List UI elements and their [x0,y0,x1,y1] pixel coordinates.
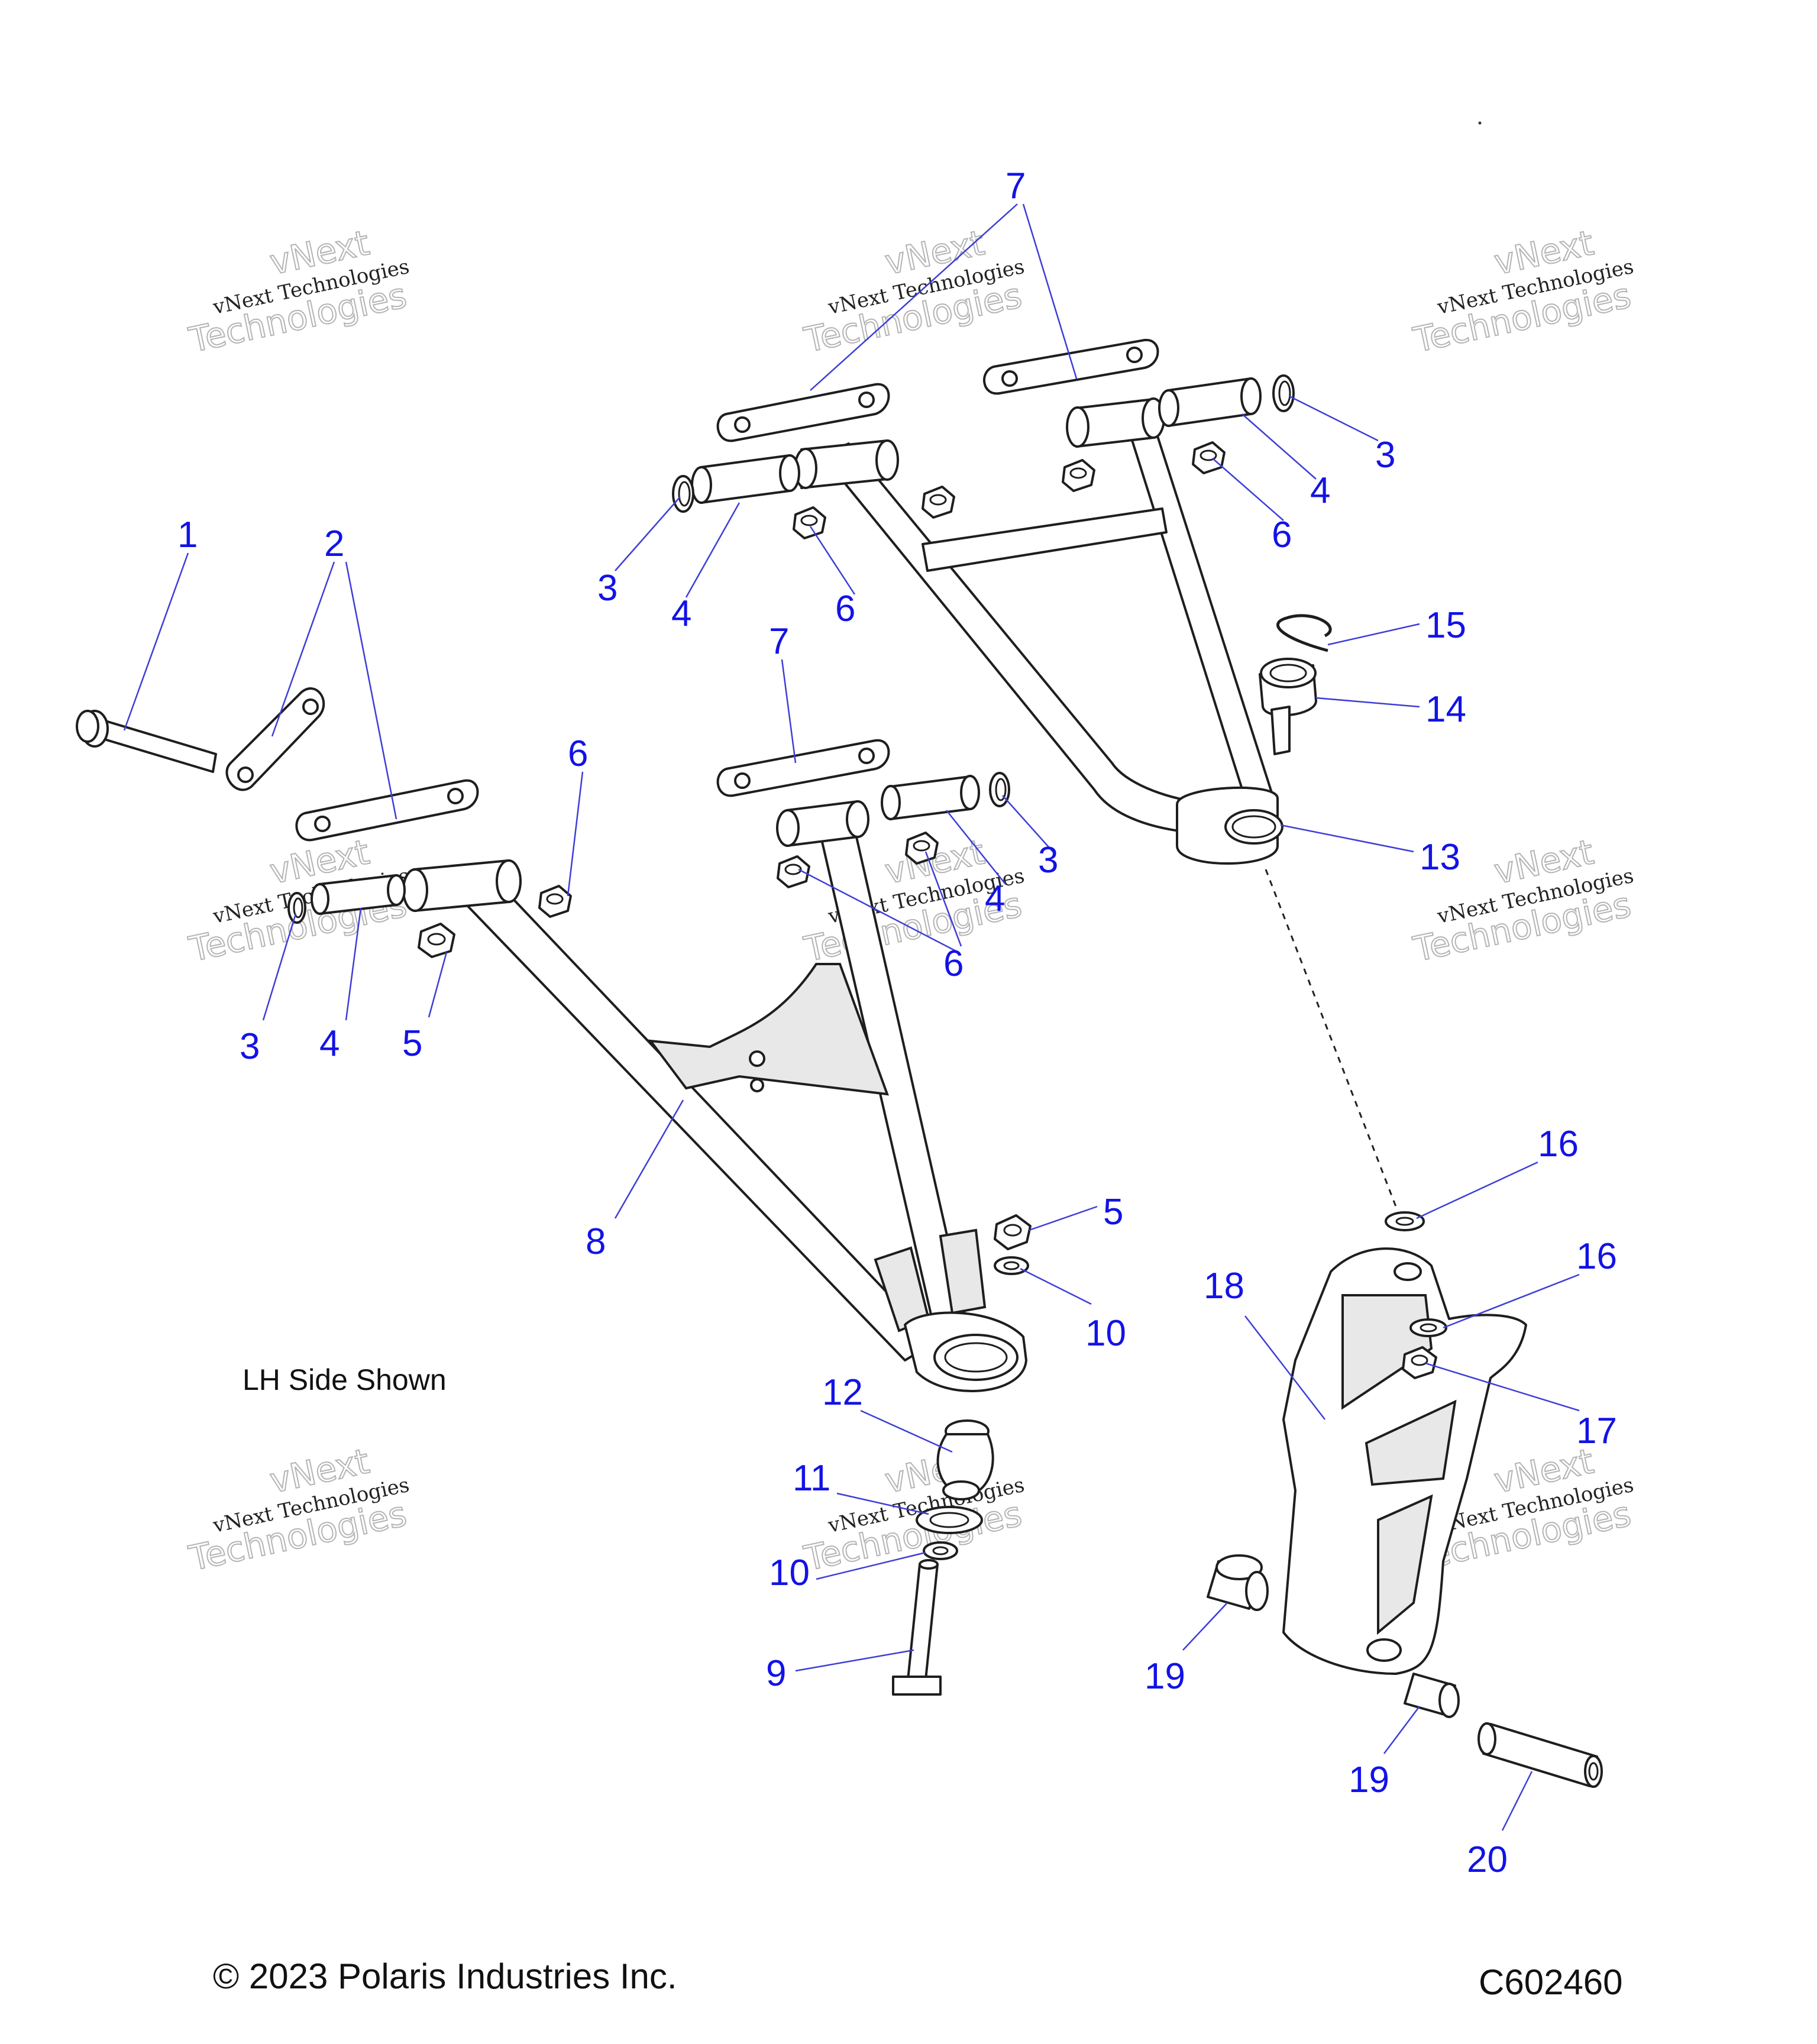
washer-10-lower [923,1541,958,1560]
bushing-upper-right [1158,377,1262,427]
callout-18: 18 [1204,1266,1244,1306]
callout-6: 6 [943,943,964,984]
callout-4: 4 [1310,470,1330,511]
watermark-bottom-center: vNext vNext Technologies Technologies [800,1440,1027,1579]
callout-11: 11 [793,1458,830,1499]
callout-17: 17 [1576,1411,1617,1451]
washer-3-lower-left [287,892,306,924]
watermark-top-right: vNext vNext Technologies Technologies [1409,222,1636,361]
callout-5: 5 [1103,1192,1123,1233]
washer-16-inner [1409,1318,1447,1337]
callout-7: 7 [1006,166,1026,206]
washer-3-upper-right [1272,374,1295,412]
watermark-bottom-left: vNext vNext Technologies Technologies [185,1440,412,1579]
callout-2: 2 [324,523,344,564]
copyright-text: © 2023 Polaris Industries Inc. [213,1956,677,1996]
callout-20: 20 [1467,1839,1508,1880]
callout-3: 3 [597,568,617,609]
callout-16: 16 [1538,1124,1579,1165]
nut-6-g [538,885,572,918]
link-plate-lower [716,739,890,797]
nut-5-b [994,1214,1032,1250]
bushing-19-left [1207,1554,1269,1611]
nut-6-e [777,855,810,888]
watermark-top-center: vNext vNext Technologies Technologies [800,222,1027,361]
retaining-clip [916,1506,983,1534]
callout-6: 6 [568,733,588,774]
upper-a-arm [794,397,1283,865]
link-plate-left-short [225,687,325,791]
bushing-19-right [1404,1673,1460,1718]
bushing-lower-right [881,775,980,820]
pin-20 [1477,1722,1603,1788]
link-plate-upper-left [716,383,890,442]
callout-3: 3 [1038,840,1058,881]
lower-a-arm [402,800,1027,1392]
washer-3-lower-right [989,772,1010,807]
callout-10: 10 [1085,1313,1126,1354]
nut-6-c [1062,459,1095,492]
stray-dot [1478,121,1482,125]
nut-5-a [418,923,455,958]
callout-1: 1 [177,515,198,555]
washer-10-upper [994,1256,1029,1275]
callout-13: 13 [1420,837,1460,878]
callout-12: 12 [822,1372,863,1413]
nut-17 [1402,1346,1437,1379]
leader-lines [123,203,1580,1831]
callout-8: 8 [586,1221,606,1262]
callout-4: 4 [985,878,1005,919]
diagram-id: C602460 [1479,1962,1623,2002]
callout-19: 19 [1349,1760,1389,1800]
watermark-top-left: vNext vNext Technologies Technologies [185,222,412,361]
ball-joint [936,1419,994,1500]
upper-ball-joint [1259,658,1317,755]
bushing-lower-left [311,874,406,915]
spindle-axis-line [1265,869,1397,1207]
nut-6-f [905,832,939,865]
callout-3: 3 [240,1026,260,1067]
link-plate-upper-right [983,338,1159,395]
nut-6-d [1192,441,1226,474]
callout-6: 6 [1272,515,1292,555]
washer-3-upper-left [672,475,694,513]
callout-16: 16 [1576,1236,1617,1277]
callout-10: 10 [769,1553,810,1593]
nut-6-b [922,486,955,519]
callout-6: 6 [835,588,855,629]
spindle-knuckle [1282,1247,1527,1675]
nut-6-a [793,506,826,539]
callout-4: 4 [671,593,691,634]
callout-19: 19 [1144,1656,1185,1697]
ball-joint-bolt [892,1559,942,1696]
link-plate-left-long [295,779,479,842]
callout-15: 15 [1425,605,1466,646]
callout-7: 7 [769,621,789,662]
callout-3: 3 [1375,435,1395,476]
callout-14: 14 [1425,689,1466,730]
bushing-upper-left [691,454,800,504]
callout-9: 9 [766,1653,786,1694]
callout-4: 4 [319,1023,340,1064]
side-caption: LH Side Shown [243,1363,447,1396]
callout-5: 5 [402,1023,422,1064]
washer-16-top [1385,1211,1425,1231]
snap-ring [1276,614,1332,652]
pivot-bolt [76,710,217,773]
callout-numbers: 1 2 3 4 6 7 3 4 6 15 14 13 7 6 3 4 6 3 4… [177,166,1617,1880]
